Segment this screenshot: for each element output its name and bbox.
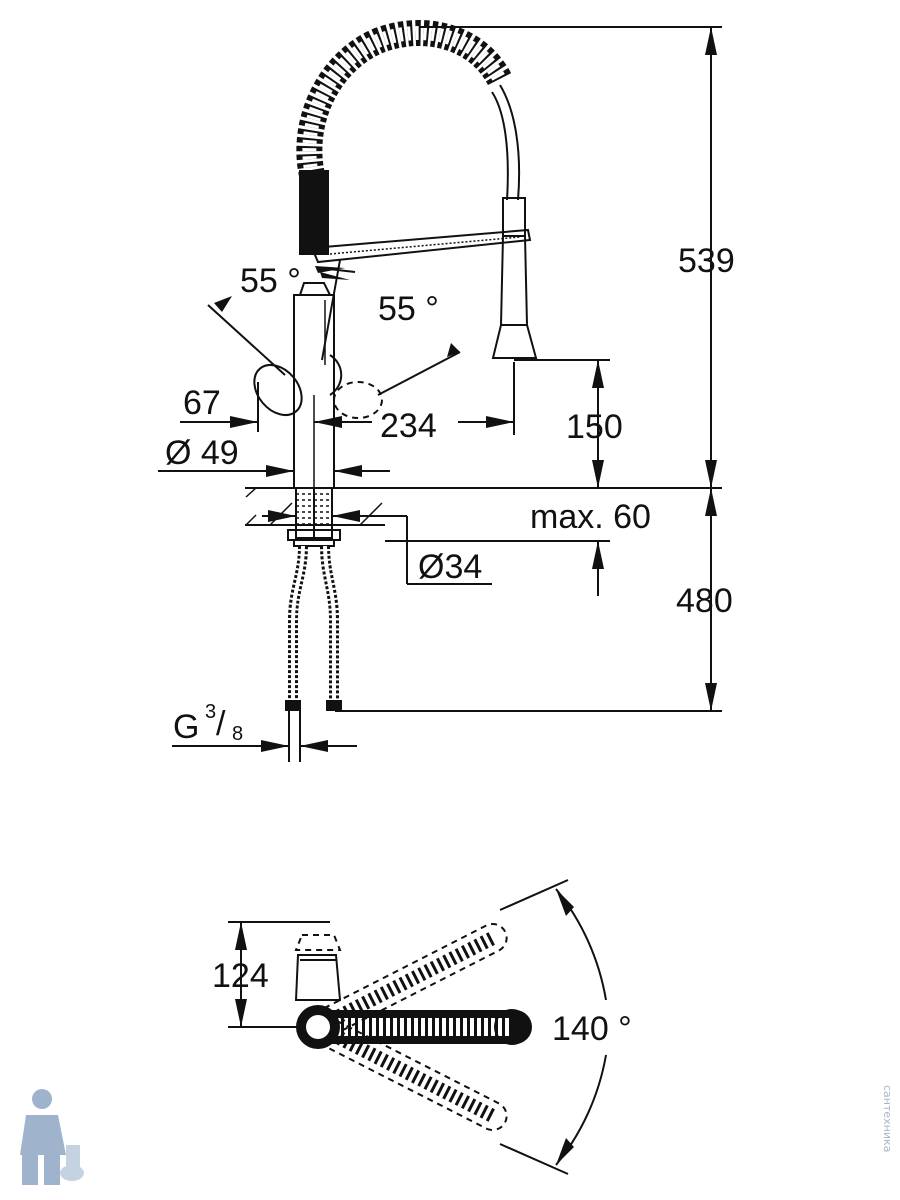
spray-head: [491, 197, 538, 359]
label-depth: 124: [212, 957, 269, 995]
dim-hole-34: [262, 510, 492, 585]
label-hose-length: 480: [676, 582, 733, 620]
dim-depth-124: [228, 921, 330, 1028]
label-connection-prefix: G: [173, 708, 199, 746]
dim-height-539: [333, 26, 722, 489]
label-angle-left: 55 °: [240, 262, 301, 300]
lever-swing-positions: [207, 296, 461, 419]
label-connection-denominator: 8: [232, 723, 243, 745]
label-clearance: 150: [566, 408, 623, 446]
label-swivel-angle: 140 °: [552, 1010, 632, 1048]
plumber-logo: [20, 1089, 84, 1185]
label-height: 539: [678, 242, 735, 280]
supply-hoses: [285, 545, 342, 762]
spout-arm: [310, 228, 532, 264]
dim-connection: [172, 740, 357, 752]
label-body-diameter: Ø 49: [165, 434, 239, 472]
label-angle-right: 55 °: [378, 290, 439, 328]
watermark-text: сантехника: [881, 1085, 894, 1153]
label-hole-diameter: Ø34: [418, 548, 482, 586]
dim-diameter-49: [158, 465, 390, 477]
spring-coil: [296, 20, 512, 255]
dim-clearance-150: [514, 359, 610, 488]
label-deck-thickness: max. 60: [530, 498, 651, 536]
faucet-side-view: 539 480 150 234: [158, 20, 735, 762]
dim-lever-67: [180, 382, 259, 432]
angle-arrows-top: [315, 266, 356, 280]
dim-deck-60: [385, 540, 610, 596]
label-connection-numerator: 3: [205, 701, 216, 723]
lever-top: [294, 954, 342, 1001]
dim-hose-480: [335, 488, 722, 712]
threaded-stem: [287, 487, 341, 547]
faucet-body: [293, 259, 343, 489]
label-lever-offset: 67: [183, 384, 221, 422]
dim-swivel-140: [499, 879, 607, 1175]
dim-reach-234: [313, 362, 515, 488]
label-connection-slash: /: [216, 705, 226, 743]
spray-hose: [499, 84, 521, 201]
label-reach: 234: [380, 407, 437, 445]
faucet-top-view: 124 140 °: [212, 879, 632, 1175]
